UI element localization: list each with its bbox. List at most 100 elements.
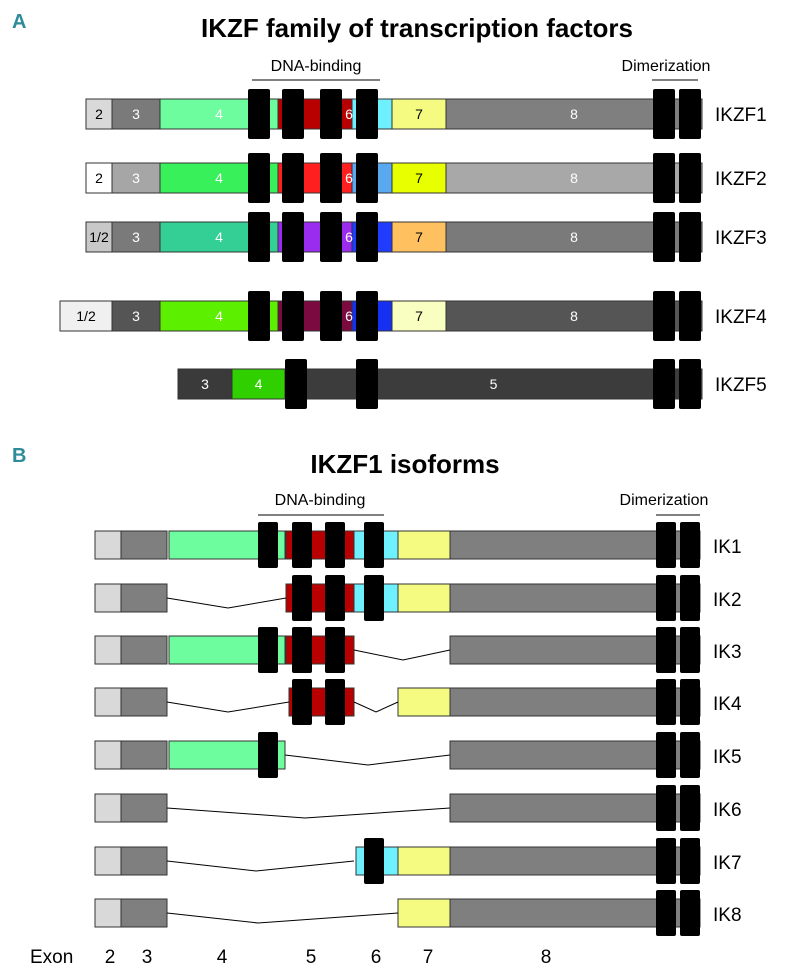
dimerization-finger-block xyxy=(656,785,676,831)
dimerization-finger-block xyxy=(680,627,700,673)
isoform-label: IK1 xyxy=(713,537,742,558)
isoform-exon-2-box xyxy=(94,635,122,665)
exon-3-label: 3 xyxy=(201,376,209,392)
isoform-exon-3-box xyxy=(120,740,168,770)
zinc-finger-block xyxy=(292,575,312,621)
isoform-exon-3-box xyxy=(120,635,168,665)
isoform-row-ik5: IK5 xyxy=(94,732,742,778)
exon-7-label: 7 xyxy=(415,170,423,186)
dimerization-finger-block xyxy=(680,785,700,831)
exon-4-label: 4 xyxy=(215,106,223,122)
splice-junction-line xyxy=(353,649,451,661)
splice-junction-line xyxy=(353,701,399,713)
panel-b-dimerization-label: Dimerization xyxy=(620,492,709,509)
exon-6-label: 6 xyxy=(345,229,353,245)
exon-2-label: 2 xyxy=(95,106,103,122)
exon-8-label: 8 xyxy=(570,170,578,186)
dimerization-finger-block xyxy=(680,575,700,621)
isoform-row-ik3: IK3 xyxy=(94,627,742,673)
isoform-label: IK7 xyxy=(713,853,742,874)
isoform-exon-2-box xyxy=(94,846,122,876)
isoform-exon-2-box xyxy=(94,687,122,717)
isoform-exon-2-box xyxy=(94,740,122,770)
exon-8-label: 8 xyxy=(570,229,578,245)
isoform-exon-2-box xyxy=(94,898,122,928)
zinc-finger-block xyxy=(248,153,270,203)
dimerization-finger-block xyxy=(656,838,676,884)
dimerization-finger-block xyxy=(653,89,675,139)
row-label: IKZF4 xyxy=(715,307,767,328)
splice-junction-line xyxy=(166,860,355,872)
zinc-finger-block xyxy=(325,627,345,673)
isoform-exon-3-box xyxy=(120,846,168,876)
isoform-row-ik8: IK8 xyxy=(94,890,742,936)
zinc-finger-block xyxy=(364,838,384,884)
dimerization-finger-block xyxy=(679,153,701,203)
exon-3-box xyxy=(111,300,161,332)
dimerization-finger-block xyxy=(679,291,701,341)
dimerization-finger-block xyxy=(656,522,676,568)
zinc-finger-block xyxy=(248,89,270,139)
zinc-finger-block xyxy=(292,522,312,568)
zinc-finger-block xyxy=(320,89,342,139)
panel-a-letter: A xyxy=(12,11,26,33)
exon-2-box xyxy=(85,162,113,194)
dimerization-finger-block xyxy=(680,732,700,778)
exon-axis-number-5: 5 xyxy=(306,947,317,968)
isoform-exon-3-box xyxy=(120,583,168,613)
zinc-finger-block xyxy=(282,89,304,139)
isoform-label: IK3 xyxy=(713,642,742,663)
zinc-finger-block xyxy=(282,291,304,341)
exon-4-label: 4 xyxy=(215,308,223,324)
isoform-exon-7-box xyxy=(397,687,451,717)
isoform-exon-3-box xyxy=(120,898,168,928)
exon-5-label: 5 xyxy=(490,376,498,392)
zinc-finger-block xyxy=(282,212,304,262)
isoform-row-ik7: IK7 xyxy=(94,838,742,884)
panel-b-letter: B xyxy=(12,445,26,467)
splice-junction-line xyxy=(166,912,399,924)
dimerization-finger-block xyxy=(653,212,675,262)
dimerization-finger-block xyxy=(680,679,700,725)
exon-4-label: 4 xyxy=(215,170,223,186)
exon-3-box xyxy=(177,368,233,400)
dimerization-finger-block xyxy=(656,890,676,936)
isoform-label: IK2 xyxy=(713,590,742,611)
row-label: IKZF2 xyxy=(715,169,767,190)
splice-junction-line xyxy=(166,701,290,713)
zinc-finger-block xyxy=(356,359,378,409)
dimerization-finger-block xyxy=(656,575,676,621)
exon-3-box xyxy=(111,98,161,130)
exon-4-label: 4 xyxy=(255,376,263,392)
zinc-finger-block xyxy=(282,153,304,203)
panel-a-row-ikzf2: 2345678IKZF2 xyxy=(85,153,767,203)
panel-a-dna-binding-label: DNA-binding xyxy=(271,58,362,75)
zinc-finger-block xyxy=(258,732,278,778)
zinc-finger-block xyxy=(248,212,270,262)
isoform-exon-2-box xyxy=(94,793,122,823)
exon-5-box xyxy=(284,368,703,400)
dimerization-finger-block xyxy=(679,212,701,262)
exon-7-label: 7 xyxy=(415,308,423,324)
zinc-finger-block xyxy=(356,212,378,262)
zinc-finger-block xyxy=(325,575,345,621)
exon-axis-number-6: 6 xyxy=(371,947,382,968)
exon-3-label: 3 xyxy=(132,229,140,245)
exon-7-box xyxy=(391,98,447,130)
isoform-exon-2-box xyxy=(94,583,122,613)
zinc-finger-block xyxy=(258,522,278,568)
zinc-finger-block xyxy=(356,89,378,139)
dimerization-finger-block xyxy=(679,89,701,139)
panel-a-row-ikzf1: 2345678IKZF1 xyxy=(85,89,767,139)
exon-axis-number-7: 7 xyxy=(423,947,434,968)
exon-1-2-label: 1/2 xyxy=(76,308,96,324)
splice-junction-line xyxy=(166,597,287,609)
exon-2-label: 2 xyxy=(95,170,103,186)
isoform-exon-3-box xyxy=(120,793,168,823)
exon-7-label: 7 xyxy=(415,229,423,245)
row-label: IKZF3 xyxy=(715,228,767,249)
row-label: IKZF1 xyxy=(715,105,767,126)
isoform-label: IK5 xyxy=(713,747,742,768)
